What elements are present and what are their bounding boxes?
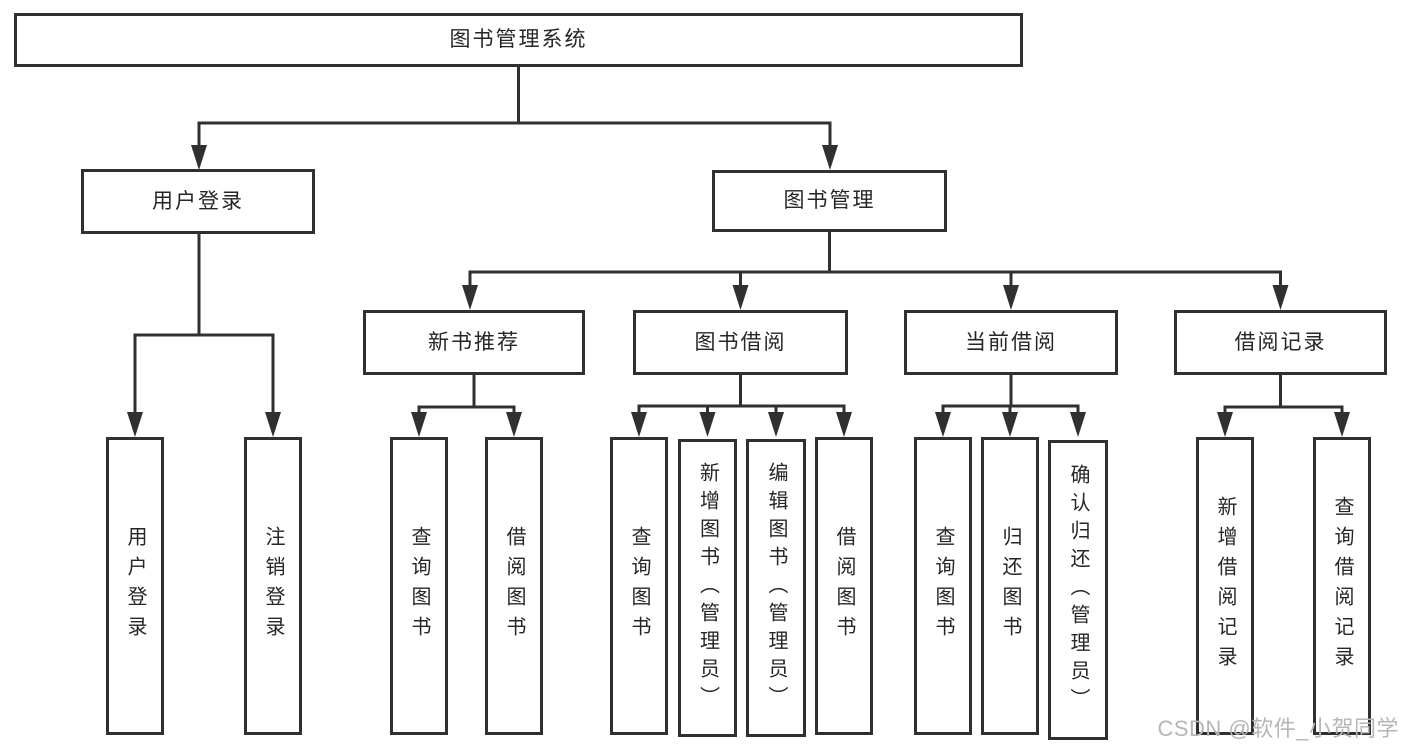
node-borrowing-records: 借阅记录 — [1174, 310, 1387, 375]
arrowhead-icons — [127, 145, 1350, 437]
node-book-borrowing: 图书借阅 — [633, 310, 848, 375]
csdn-watermark: CSDN @软件_小贺同学 — [1157, 716, 1399, 741]
leaf-add-books-admin: 新增图书（管理员） — [678, 439, 737, 737]
leaf-query-books-recommend: 查询图书 — [390, 437, 448, 735]
leaf-query-books-borrow: 查询图书 — [610, 437, 668, 735]
leaf-query-borrow-record: 查询借阅记录 — [1313, 437, 1371, 735]
node-book-management: 图书管理 — [712, 170, 947, 232]
node-user-login: 用户登录 — [81, 169, 315, 234]
leaf-query-books-current: 查询图书 — [914, 437, 972, 735]
leaf-add-borrow-record: 新增借阅记录 — [1196, 437, 1254, 735]
leaf-return-books: 归还图书 — [981, 437, 1039, 735]
leaf-borrow-books-recommend: 借阅图书 — [485, 437, 543, 735]
leaf-borrow-books: 借阅图书 — [815, 437, 873, 735]
node-library-management-system: 图书管理系统 — [14, 13, 1023, 67]
leaf-user-login: 用户登录 — [106, 437, 164, 735]
node-new-book-recommendation: 新书推荐 — [363, 310, 585, 375]
leaf-confirm-return-admin: 确认归还（管理员） — [1048, 440, 1108, 740]
leaf-edit-books-admin: 编辑图书（管理员） — [746, 439, 806, 737]
node-current-borrowing: 当前借阅 — [904, 310, 1118, 375]
leaf-logout: 注销登录 — [244, 437, 302, 735]
